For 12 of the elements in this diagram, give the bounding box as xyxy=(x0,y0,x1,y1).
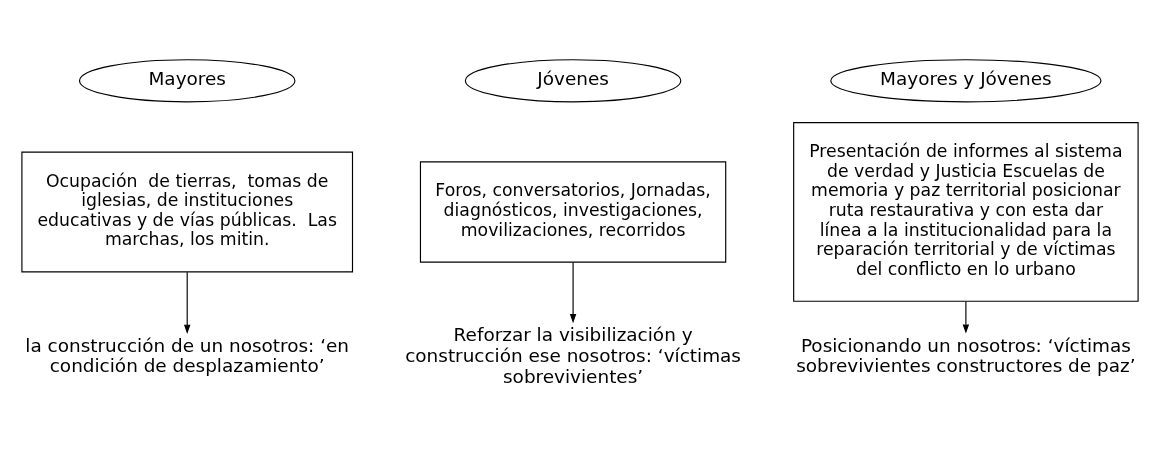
arrow xyxy=(569,261,577,324)
node-text: Posicionando un nosotros: ‘víctimas sobrevivientes constructores de paz’ xyxy=(796,334,1136,377)
node-box: Foros, conversatorios, Jornadas, diagnósticos, investigaciones, movilizaciones, recorridos xyxy=(419,161,727,263)
arrow xyxy=(962,300,970,334)
node-text: la construcción de un nosotros: ‘en condición de desplazamiento’ xyxy=(25,334,350,377)
node-box: Presentación de informes al sistema de verdad y Justicia Escuelas de memoria y paz territorial posicionar ruta restaurativa y con esta dar línea a la institucionalidad para la reparación territorial y de víctimas del conflicto en lo urbano xyxy=(793,122,1139,302)
node-ellipse: Jóvenes xyxy=(464,59,682,103)
node-box: Ocupación de tierras, tomas de iglesias, de instituciones educativas y de vías públicas. Las marchas, los mitin. xyxy=(21,151,354,273)
node-ellipse: Mayores xyxy=(78,59,296,103)
node-ellipse: Mayores y Jóvenes xyxy=(830,59,1102,103)
node-text: Reforzar la visibilización y construcción ese nosotros: ‘víctimas sobrevivientes’ xyxy=(405,324,741,387)
arrow xyxy=(183,271,191,334)
